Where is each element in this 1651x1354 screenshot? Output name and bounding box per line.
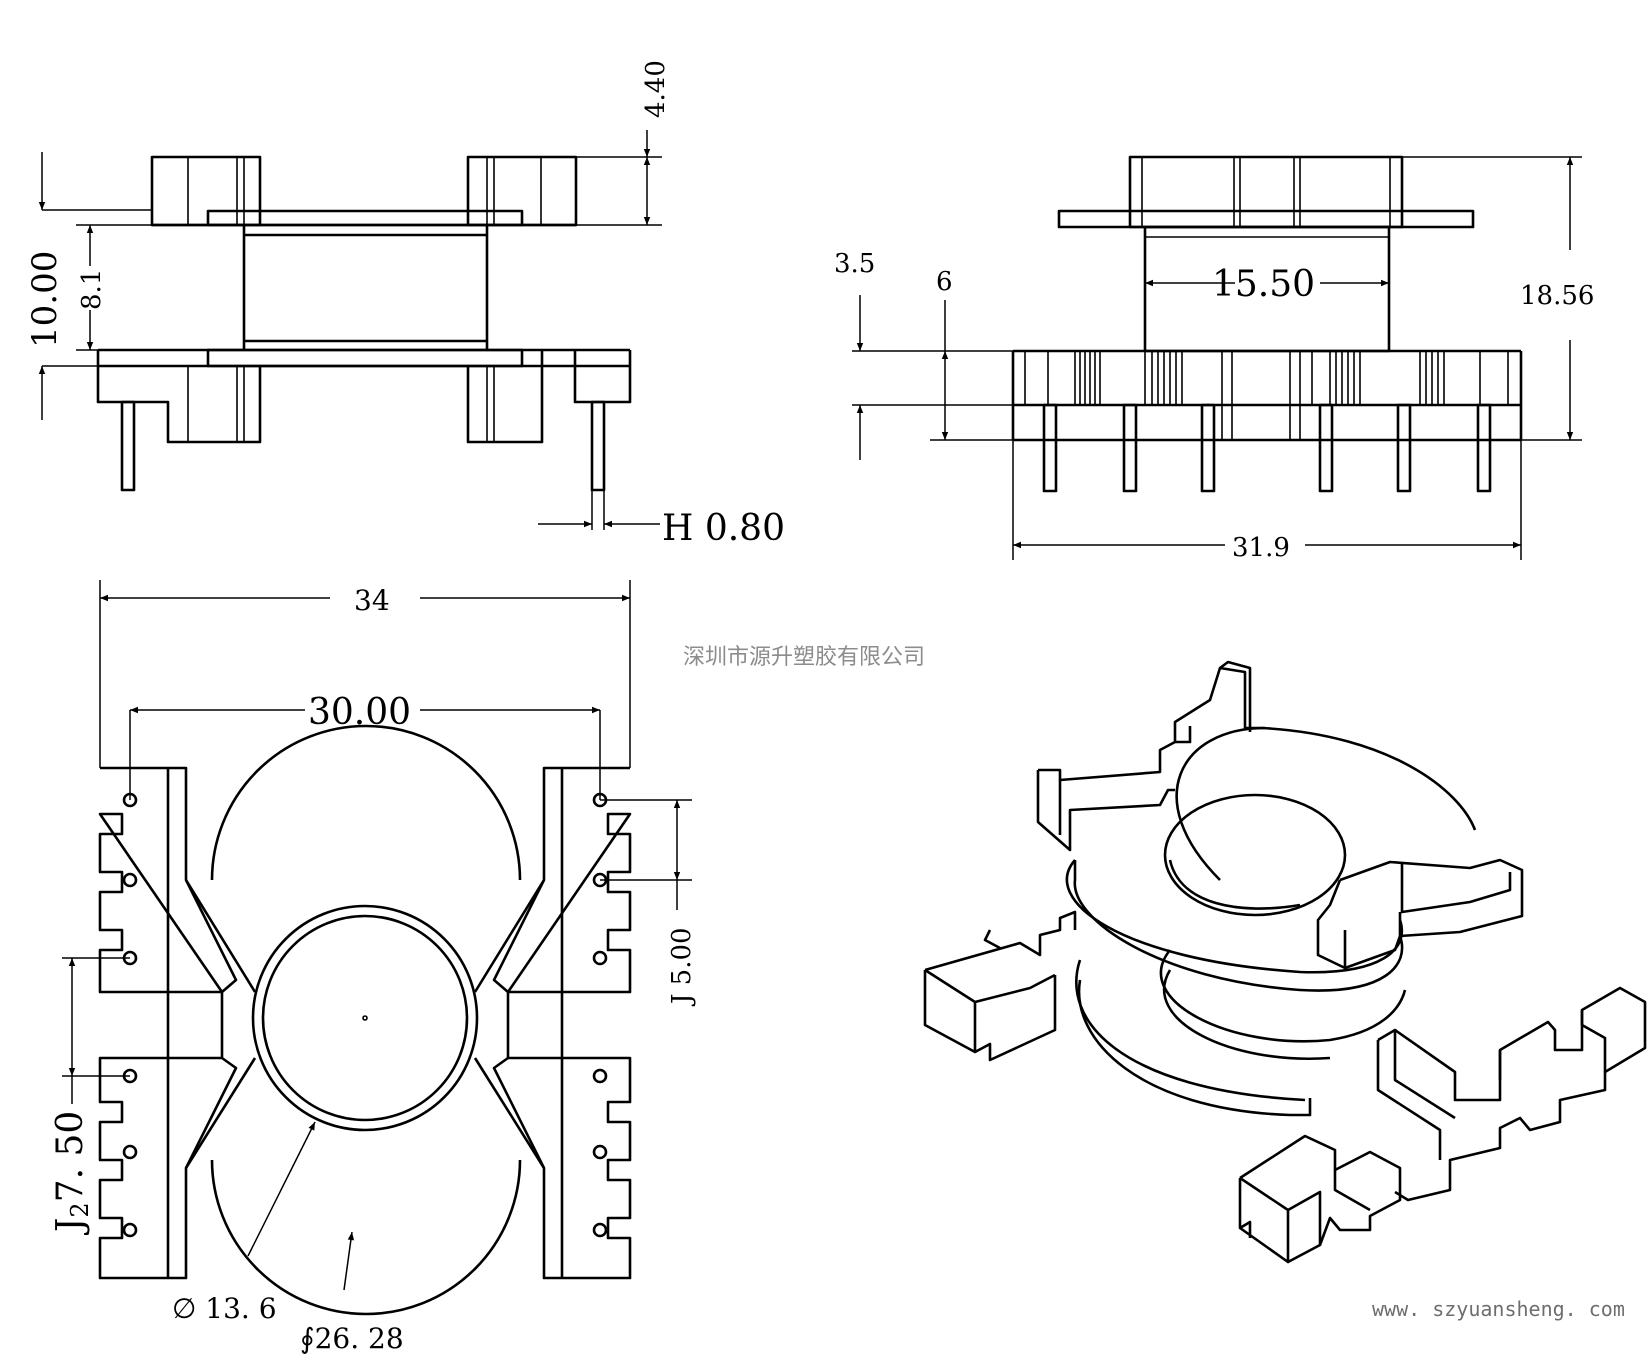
isometric-view [923, 660, 1647, 1264]
company-watermark: 深圳市源升塑胶有限公司 [683, 645, 925, 670]
dim-row-value: 7. 50 [50, 1111, 91, 1203]
dim-bore-13-6: ∅ 13. 6 [172, 1292, 277, 1325]
dim-15-50: 15.50 [1212, 264, 1315, 305]
dim-row-sub: 2 [66, 1202, 94, 1217]
front-view: 10.00 8.1 4.40 H 0.80 [25, 60, 785, 549]
dim-total-height: 10.00 [25, 251, 65, 348]
bottom-view: 34 30.00 J 5.00 J27. 50 ∅ 13. 6 ∮26. 28 [50, 580, 697, 1354]
dim-top-flange: 4.40 [641, 60, 671, 118]
website-url: www. szyuansheng. com [1372, 1297, 1625, 1321]
dim-30-00: 30.00 [308, 692, 411, 733]
dim-18-56: 18.56 [1520, 281, 1594, 311]
dim-pitch-5-00: J 5.00 [667, 927, 697, 1007]
side-view: 3.5 6 15.50 18.56 31.9 [834, 155, 1594, 563]
dim-row-7-50: J27. 50 [50, 1111, 94, 1236]
dim-3-5: 3.5 [834, 249, 875, 279]
dim-pin-diameter: H 0.80 [662, 508, 785, 549]
dim-row-prefix: J [50, 1218, 91, 1236]
dim-31-9: 31.9 [1232, 533, 1290, 563]
dim-34: 34 [354, 584, 390, 617]
dim-inner-height: 8.1 [77, 269, 107, 310]
dim-6: 6 [936, 267, 953, 297]
dim-outer-26-28: ∮26. 28 [300, 1322, 404, 1354]
